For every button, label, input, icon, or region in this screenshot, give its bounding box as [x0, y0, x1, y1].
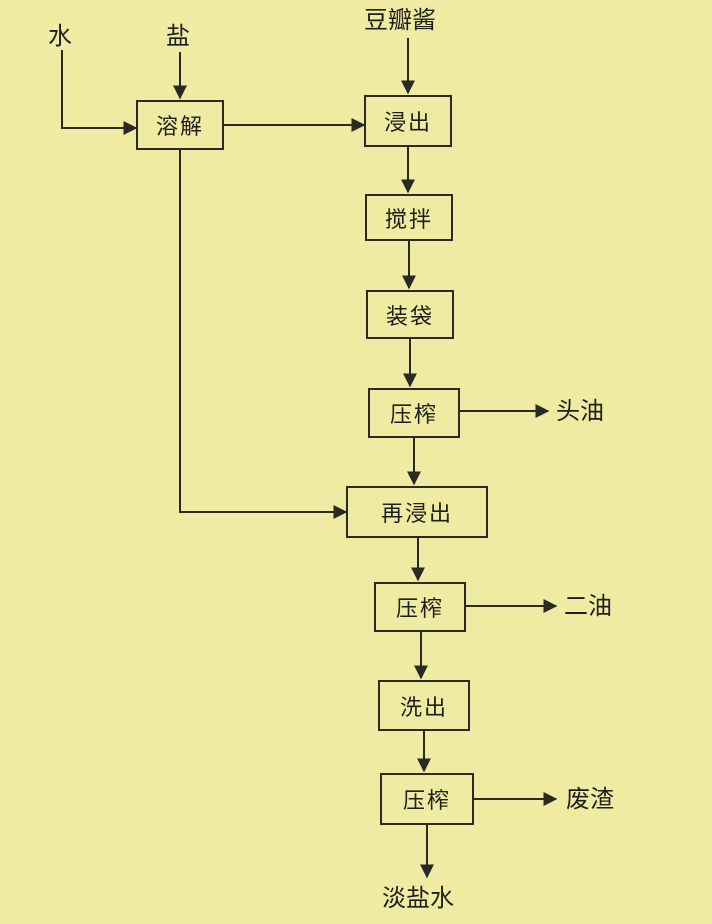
output-first-oil: 头油	[556, 397, 604, 425]
step-leach: 浸出	[364, 95, 452, 147]
step-press-1: 压榨	[368, 388, 460, 438]
step-wash: 洗出	[378, 680, 470, 731]
step-press-2: 压榨	[374, 582, 466, 632]
arrow-dissolve-to-releach	[179, 150, 348, 519]
step-stir: 搅拌	[365, 194, 453, 241]
arrow-water-to-dissolve	[61, 50, 138, 135]
input-water: 水	[48, 22, 72, 50]
step-press-3: 压榨	[380, 773, 474, 825]
output-brine: 淡盐水	[382, 884, 454, 912]
output-second-oil: 二油	[564, 592, 612, 620]
input-salt: 盐	[166, 22, 190, 50]
input-bean-paste: 豆瓣酱	[364, 6, 436, 34]
output-waste: 废渣	[566, 785, 614, 813]
step-bag: 装袋	[366, 290, 454, 339]
step-dissolve: 溶解	[136, 100, 224, 150]
step-releach: 再浸出	[346, 486, 488, 538]
